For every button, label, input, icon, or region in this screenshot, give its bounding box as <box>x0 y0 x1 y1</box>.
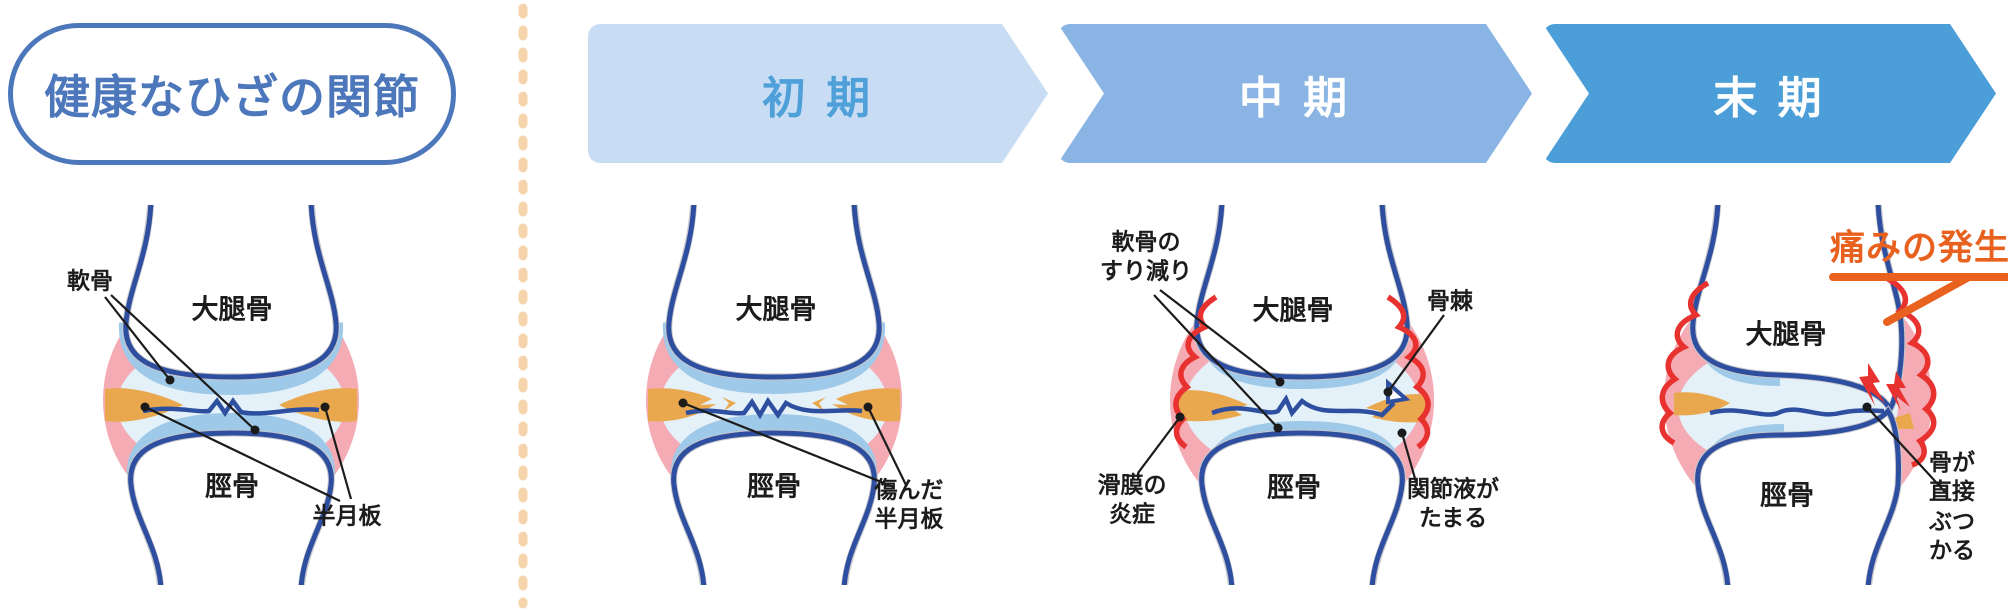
label-damaged-meniscus: 傷んだ 半月板 <box>874 476 944 532</box>
leader-dot <box>250 425 260 435</box>
leader-line <box>110 294 256 431</box>
label-tibia-healthy: 脛骨 <box>205 471 259 502</box>
pain-flash <box>1859 363 1885 406</box>
knee-illustration-late <box>1659 205 2008 585</box>
tibia-outline <box>671 430 877 585</box>
tibia-outline <box>1695 406 1901 585</box>
tibia-bone <box>1198 429 1406 585</box>
leader-line <box>1159 289 1281 383</box>
femur-outline <box>123 205 339 380</box>
femur-bone <box>665 205 883 381</box>
label-femur-healthy: 大腿骨 <box>191 294 273 325</box>
knee-illustration-healthy <box>103 205 359 585</box>
meniscus-right <box>279 388 357 422</box>
tibia-outline <box>1199 430 1405 585</box>
leader-dot <box>1383 387 1393 397</box>
meniscus-fragment <box>722 397 736 411</box>
label-cartilage-wear: 軟骨の すり減り <box>1100 228 1192 284</box>
leader-line <box>1866 406 1947 494</box>
femur-outline <box>666 205 882 380</box>
label-tibia-early: 脛骨 <box>747 471 801 502</box>
healthy-knee-title-pill: 健康なひざの関節 <box>8 23 456 165</box>
leader-dot <box>320 402 330 412</box>
leader-line <box>867 406 907 486</box>
stage-label-late: 末 期 <box>1713 73 1826 123</box>
leader-dot <box>1397 428 1407 438</box>
stage-label-middle: 中 期 <box>1238 73 1352 123</box>
leader-line <box>1387 314 1445 393</box>
femur-bone <box>1193 205 1411 381</box>
leader-dot <box>1862 402 1872 412</box>
healthy-knee-title: 健康なひざの関節 <box>44 71 420 123</box>
leader-dot <box>678 398 688 408</box>
leader-dot <box>140 402 150 412</box>
leader-line <box>144 406 341 502</box>
femur-outline <box>1194 205 1410 380</box>
stage-label-early: 初 期 <box>761 73 875 123</box>
label-bone-spur: 骨棘 <box>1427 287 1473 314</box>
leader-dot <box>1275 377 1285 387</box>
tibia-bone <box>670 429 878 585</box>
label-pain: 痛みの発生 <box>1829 228 2008 268</box>
cartilage-contact-line <box>1211 394 1396 418</box>
leader-line <box>682 401 895 489</box>
inflamed-synovium-left <box>1659 280 1710 446</box>
label-bone-contact: 骨が直接 ぶつかる <box>1929 449 1975 564</box>
pain-flash <box>1886 371 1910 411</box>
dotted-divider <box>518 3 528 609</box>
meniscus-fragment <box>812 397 826 411</box>
tibia-bone <box>127 429 335 585</box>
label-femur-late: 大腿骨 <box>1745 319 1827 350</box>
knee-illustration-early <box>646 205 907 585</box>
leader-dot <box>1273 423 1283 433</box>
cartilage-contact-line <box>1709 407 1885 417</box>
inflamed-synovium-right <box>1386 294 1431 450</box>
label-meniscus-healthy: 半月板 <box>312 502 382 529</box>
leader-line <box>323 406 353 500</box>
label-femur-early: 大腿骨 <box>735 294 817 325</box>
tibia-outline <box>128 430 334 585</box>
label-cartilage-healthy: 軟骨 <box>67 267 113 294</box>
label-tibia-late: 脛骨 <box>1760 480 1814 511</box>
stage-banner-early: 初 期 <box>588 24 1048 163</box>
inflamed-synovium-left <box>1173 294 1218 450</box>
cartilage-contact-line <box>142 397 320 418</box>
label-femur-middle: 大腿骨 <box>1252 295 1334 326</box>
leader-dot <box>165 375 175 385</box>
leader-line <box>1400 432 1418 483</box>
label-joint-fluid: 関節液が たまる <box>1407 475 1499 531</box>
knee-illustration-middle <box>1137 205 1445 585</box>
label-synovial-inflammation: 滑膜の 炎症 <box>1097 471 1167 527</box>
stage-banner-middle: 中 期 <box>1058 24 1532 163</box>
femur-bone <box>122 205 340 381</box>
cartilage-contact-line <box>685 396 863 420</box>
label-tibia-middle: 脛骨 <box>1267 472 1321 503</box>
meniscus-left-worn <box>1178 390 1248 422</box>
pain-callout-pointer <box>1883 274 1971 326</box>
leader-dot <box>863 402 873 412</box>
leader-line <box>1137 416 1181 474</box>
stage-banner-late: 末 期 <box>1543 24 1996 163</box>
leader-line <box>104 296 171 381</box>
leader-dot <box>1175 412 1185 422</box>
leader-line <box>1153 294 1279 429</box>
